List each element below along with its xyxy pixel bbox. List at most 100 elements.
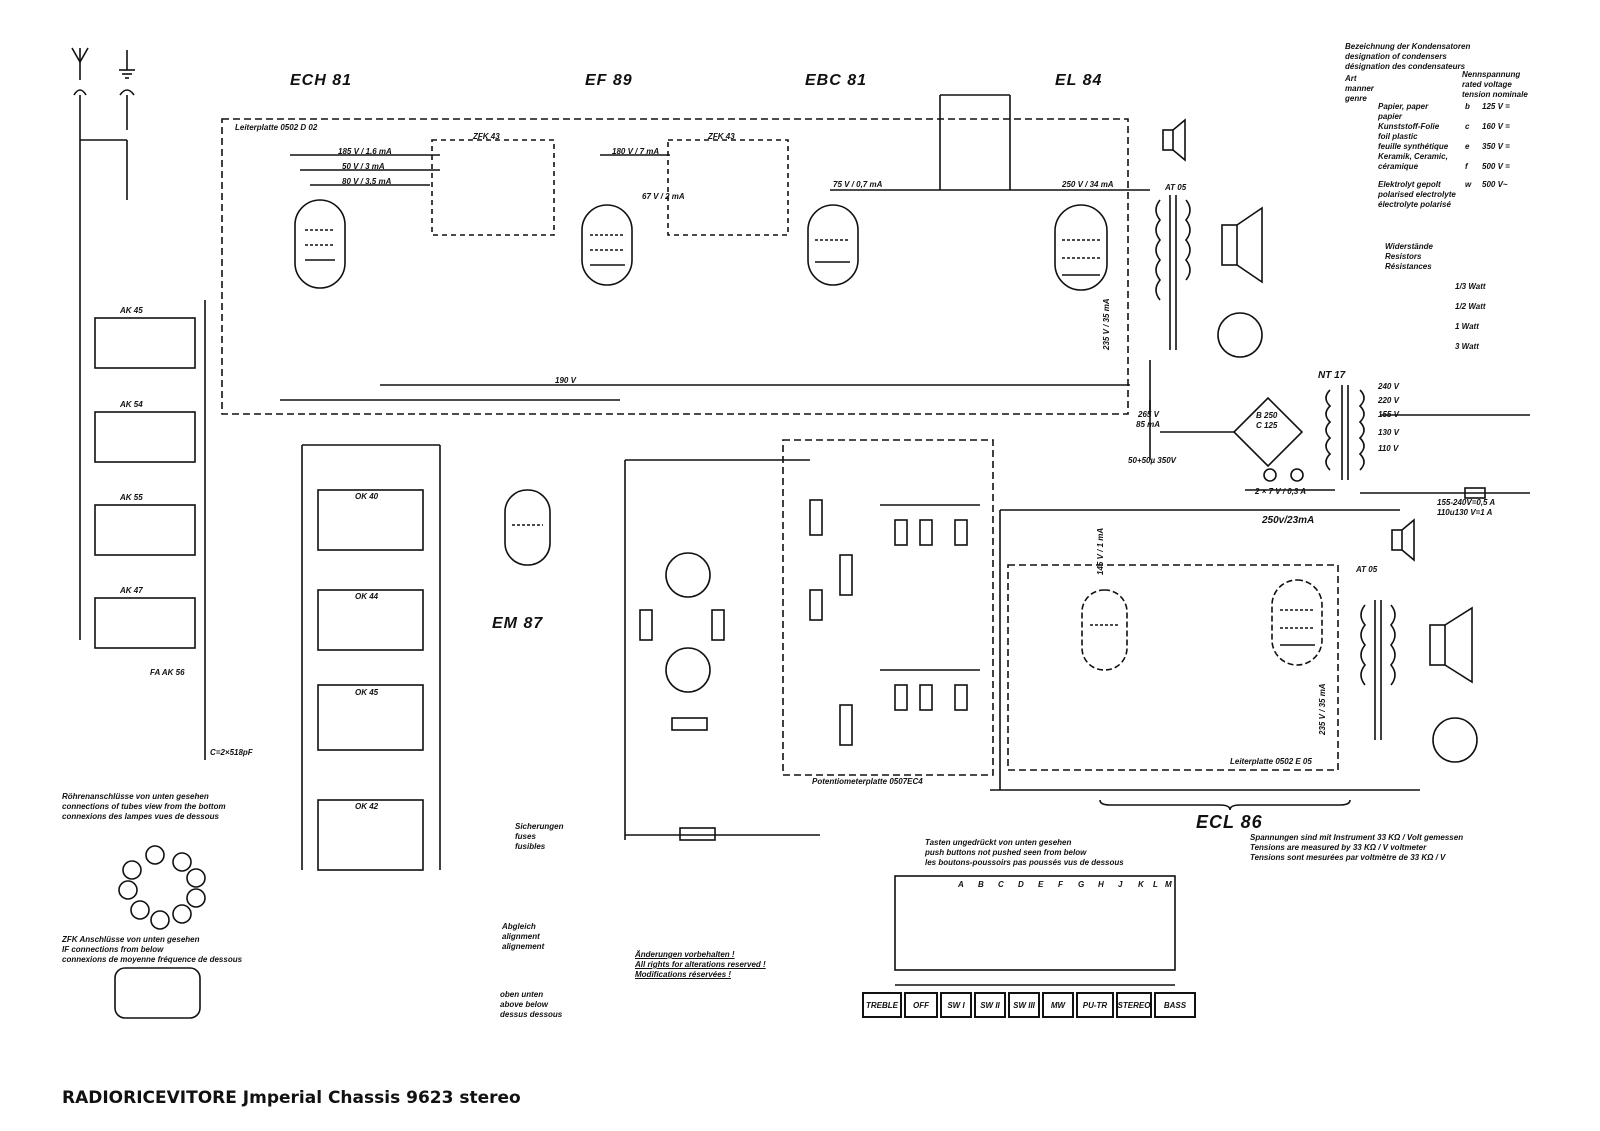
voltage-label: 75 V / 0,7 mA (833, 180, 883, 189)
coil-label: AK 55 (120, 493, 143, 502)
transformer-name: NT 17 (1318, 370, 1346, 381)
rectifier-label: B 250 C 125 (1256, 411, 1278, 430)
coil-label: FA AK 56 (150, 668, 185, 677)
switch-letter: D (1018, 880, 1024, 889)
output-transformer-label: AT 05 (1356, 565, 1378, 574)
ech81-label: ECH 81 (290, 72, 353, 89)
page-title: RADIORICEVITORE Jmperial Chassis 9623 st… (62, 1088, 521, 1108)
capacitor-legend-voltage: Nennspannung rated voltage tension nomin… (1462, 70, 1528, 99)
ef89-label: EF 89 (585, 72, 633, 89)
ebc81-label: EBC 81 (805, 72, 868, 89)
coil-label: OK 45 (355, 688, 379, 697)
capacitor-legend-code: f (1465, 162, 1468, 171)
voltage-label: 185 V / 1,6 mA (338, 147, 392, 156)
switch-letter: H (1098, 880, 1104, 889)
variable-cap-label: C=2×518pF (210, 748, 253, 757)
capacitor-legend-desc: Keramik, Ceramic, céramique (1378, 152, 1448, 171)
voltage-label: 190 V (555, 376, 576, 385)
pushbutton-matrix (894, 875, 1176, 986)
antenna-symbol (71, 47, 89, 96)
voltage-label: 250 V / 34 mA (1062, 180, 1114, 189)
capacitor-legend-volt: 500 V = (1482, 162, 1510, 171)
switch-letter: L (1153, 880, 1158, 889)
voltage-label: 50 V / 3 mA (342, 162, 385, 171)
capacitor-legend-code: b (1465, 102, 1470, 111)
em87-tube (504, 489, 551, 566)
pu-tr-button[interactable]: PU-TR (1076, 992, 1114, 1018)
sw1-button[interactable]: SW I (940, 992, 972, 1018)
el84-label: EL 84 (1055, 72, 1103, 89)
switch-letter: M (1165, 880, 1172, 889)
rights-note: Änderungen vorbehalten ! All rights for … (635, 950, 766, 979)
buttons-note: Tasten ungedrückt von unten gesehen push… (925, 838, 1124, 867)
ecl86-label: ECL 86 (1196, 812, 1263, 832)
capacitor-legend-volt: 500 V~ (1482, 180, 1508, 189)
voltage-label: 180 V / 7 mA (612, 147, 660, 156)
above-below-note: oben unten above below dessus dessous (500, 990, 563, 1019)
resistor-legend-heading: Widerstände Resistors Résistances (1385, 242, 1433, 271)
coil-label: AK 45 (120, 306, 143, 315)
speaker-small-2 (1391, 518, 1415, 562)
switch-letter: J (1118, 880, 1123, 889)
off-button[interactable]: OFF (904, 992, 938, 1018)
resistor-legend-row: 1/2 Watt (1455, 302, 1486, 311)
din-socket-1 (1217, 312, 1263, 358)
resistor-legend-row: 3 Watt (1455, 342, 1479, 351)
switch-letter: A (958, 880, 964, 889)
capacitor-legend-art: Art manner genre (1345, 74, 1374, 103)
capacitor-legend-code: e (1465, 142, 1470, 151)
el84-tube (1054, 204, 1108, 291)
main-board-label: Leiterplatte 0502 D 02 (235, 123, 318, 132)
output-transformer-2 (1360, 600, 1396, 740)
voltage-label: 235 V / 35 mA (1318, 683, 1327, 735)
ground-symbol (119, 50, 135, 96)
output-transformer-label: AT 05 (1165, 183, 1187, 192)
voltage-label: 85 mA (1136, 420, 1161, 429)
fuse-note: 155-240V=0,5 A 110u130 V=1 A (1437, 498, 1496, 517)
switch-letter: K (1138, 880, 1144, 889)
measurement-note: Spannungen sind mit Instrument 33 KΩ / V… (1250, 833, 1464, 862)
switch-letter: B (978, 880, 984, 889)
speaker-small-1 (1162, 118, 1186, 162)
capacitor-legend-volt: 125 V = (1482, 102, 1510, 111)
din-socket-2 (1432, 717, 1478, 763)
switch-letter: F (1058, 880, 1063, 889)
rf-coil-section (94, 317, 196, 649)
coil-label: OK 44 (355, 592, 379, 601)
sw3-button[interactable]: SW III (1008, 992, 1040, 1018)
voltage-label: 265 V (1138, 410, 1159, 419)
coil-label: AK 47 (120, 586, 143, 595)
capacitor-legend-desc: Kunststoff-Folie foil plastic feuille sy… (1378, 122, 1449, 151)
output-transformer-1 (1155, 195, 1191, 350)
capacitor-legend-code: c (1465, 122, 1470, 131)
transformer-tap: 220 V (1378, 396, 1399, 405)
lamps-label: 2 × 7 V / 0,3 A (1255, 487, 1307, 496)
stereo-button[interactable]: STEREO (1116, 992, 1152, 1018)
poti-board-label: Potentiometerplatte 0507EC4 (812, 777, 923, 786)
speaker-2 (1429, 606, 1473, 684)
transformer-tap: 155 V (1378, 410, 1399, 419)
capacitor-legend-desc: Papier, paper papier (1378, 102, 1429, 121)
power-supply (1149, 385, 1530, 499)
sw2-button[interactable]: SW II (974, 992, 1006, 1018)
alignment-note: Abgleich alignment alignement (502, 922, 545, 951)
osc-coil-section (317, 489, 424, 871)
zfk-label-1: ZFK 43 (473, 132, 500, 141)
voltage-label: 67 V / 2 mA (642, 192, 685, 201)
bass-button[interactable]: BASS (1154, 992, 1196, 1018)
ecl86-pentode (1271, 579, 1323, 666)
treble-button[interactable]: TREBLE (862, 992, 902, 1018)
mw-button[interactable]: MW (1042, 992, 1074, 1018)
coil-label: AK 54 (120, 400, 143, 409)
voltage-label: 250v/23mA (1262, 515, 1315, 526)
coil-label: OK 40 (355, 492, 379, 501)
potentiometer-board (809, 499, 980, 746)
tube-pins-note: Röhrenanschlüsse von unten gesehen conne… (62, 792, 226, 821)
resistor-legend-row: 1 Watt (1455, 322, 1479, 331)
capacitor-legend-code: w (1465, 180, 1472, 189)
ecl-board-label: Leiterplatte 0502 E 05 (1230, 757, 1312, 766)
capacitor-legend-heading: Bezeichnung der Kondensatoren designatio… (1345, 42, 1471, 71)
speaker-1 (1221, 206, 1263, 284)
switch-letter: C (998, 880, 1004, 889)
